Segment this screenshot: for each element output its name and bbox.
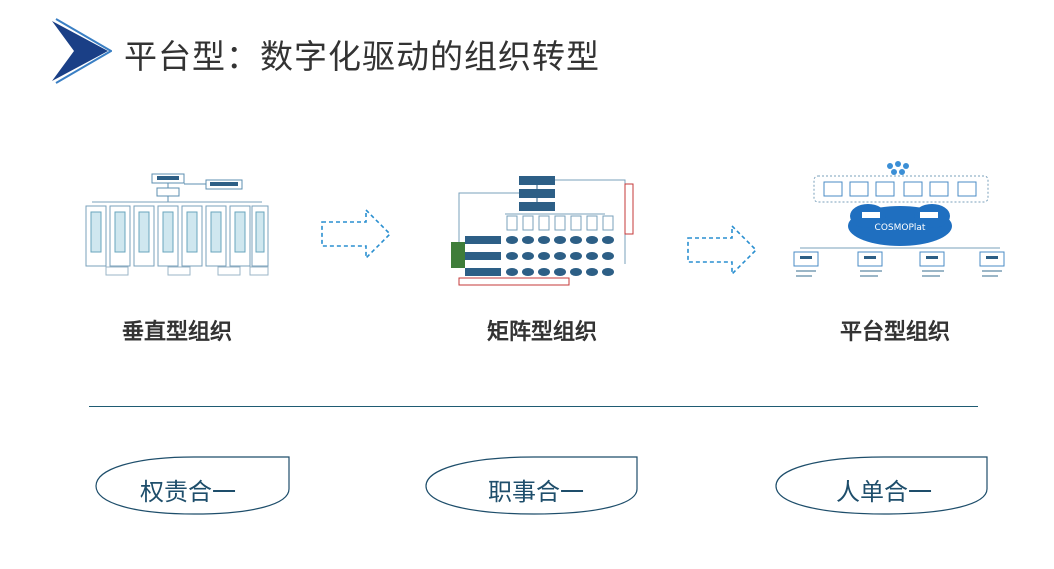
principle-pill: 权责合一: [94, 456, 292, 516]
vertical-org-label: 垂直型组织: [122, 320, 233, 345]
platform-org-label: 平台型组织: [840, 320, 951, 345]
principle-text: 权责合一: [140, 478, 236, 506]
dashed-arrow-icon: [687, 224, 758, 276]
platform-title: COSMOPlat: [875, 223, 926, 233]
vertical-org-chart-diagram: [82, 170, 272, 280]
principle-pill: 职事合一: [424, 456, 640, 516]
dashed-arrow-icon: [321, 208, 392, 260]
matrix-org-chart-diagram: [435, 174, 635, 286]
page-title: 平台型：数字化驱动的组织转型: [124, 37, 600, 76]
principle-text: 人单合一: [836, 478, 932, 506]
principle-pill: 人单合一: [774, 456, 990, 516]
matrix-org-label: 矩阵型组织: [487, 320, 598, 345]
platform-org-diagram: COSMOPlat: [790, 158, 1010, 288]
divider-line: [89, 406, 978, 407]
principle-text: 职事合一: [488, 478, 584, 506]
chevron-logo-icon: [52, 18, 112, 84]
